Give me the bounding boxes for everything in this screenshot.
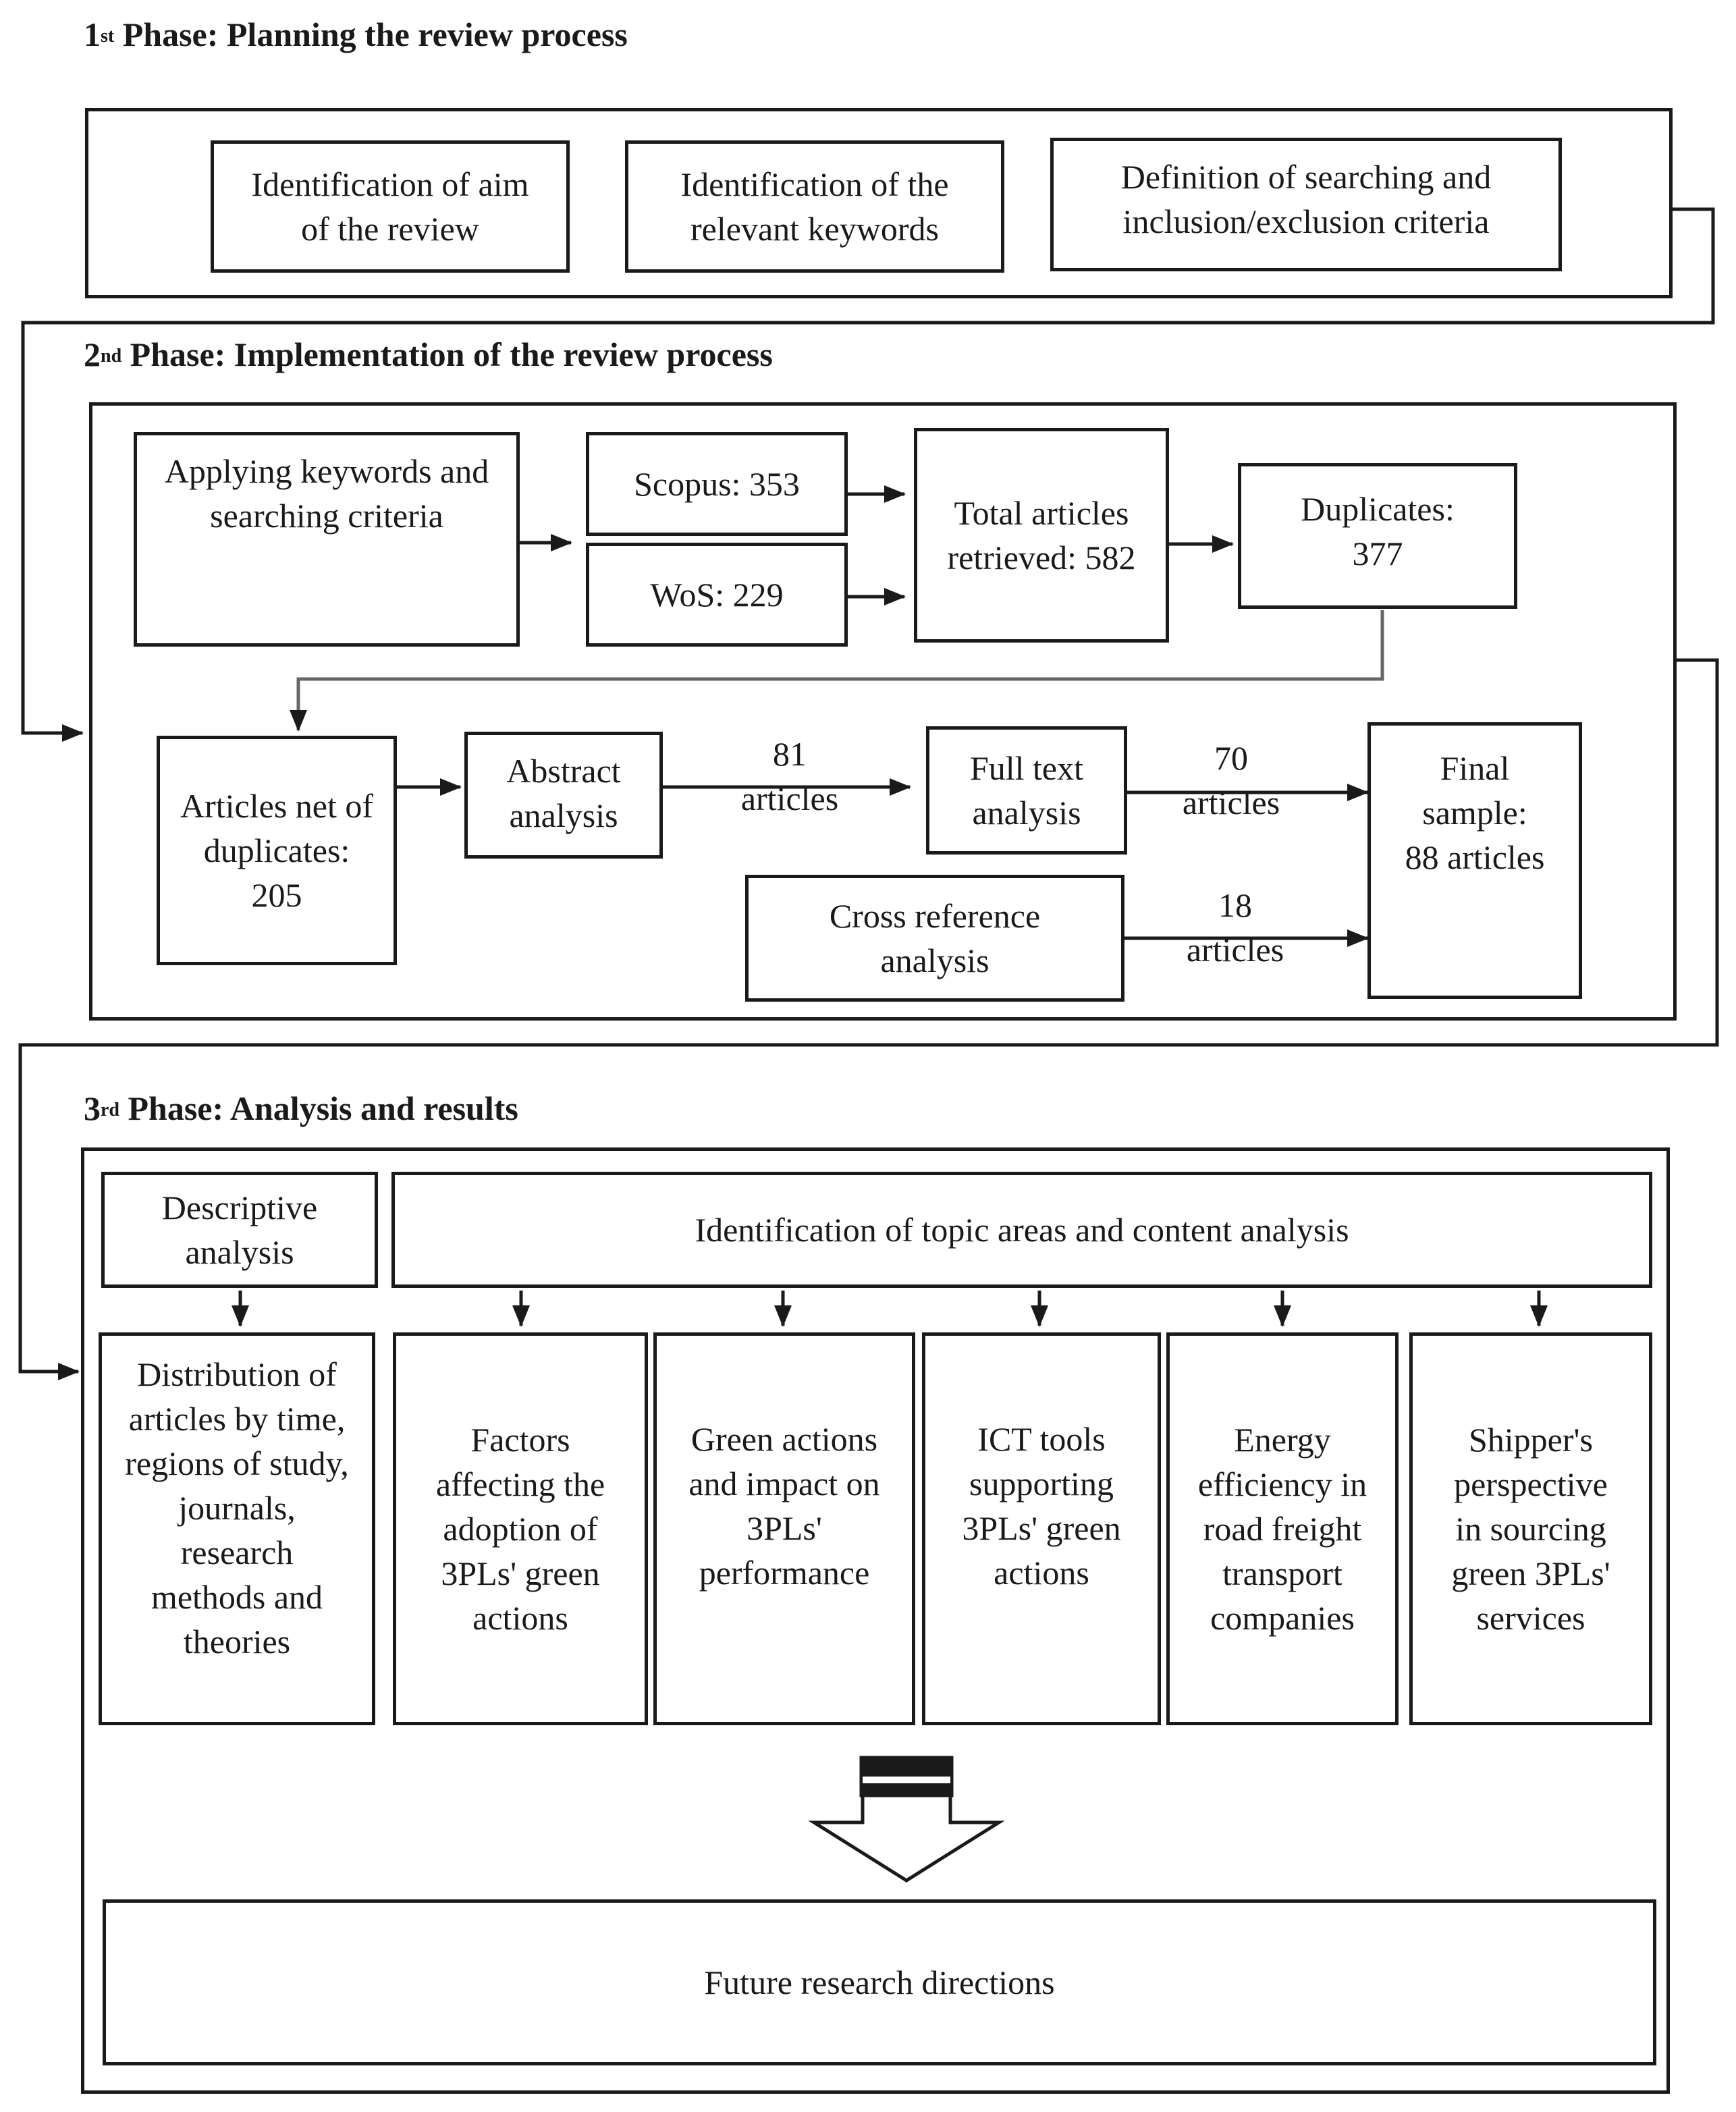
label-crossref-to-final: 18 articles (1186, 886, 1284, 969)
box-shipper-perspective: Shipper's perspective in sourcing green … (1409, 1332, 1652, 1725)
phase1-frame (85, 108, 1673, 298)
loop-arrow-phase1-to-phase2 (21, 207, 1715, 742)
box-scopus: Scopus: 353 (586, 432, 848, 536)
box-ict-tools: ICT tools supporting 3PLs' green actions (922, 1332, 1161, 1725)
box-aim-of-review: Identification of aim of the review (211, 140, 570, 273)
box-final-sample: Final sample: 88 articles (1367, 722, 1582, 999)
box-green-actions: Green actions and impact on 3PLs' perfor… (653, 1332, 915, 1725)
box-energy-efficiency: Energy efficiency in road freight transp… (1166, 1332, 1399, 1725)
box-wos: WoS: 229 (586, 543, 848, 647)
phase1-heading: 1st Phase: Planning the review process (84, 16, 628, 53)
box-abstract-analysis: Abstract analysis (464, 732, 663, 859)
box-future-research: Future research directions (103, 1899, 1656, 2065)
box-total-retrieved: Total articles retrieved: 582 (914, 428, 1169, 643)
box-factors: Factors affecting the adoption of 3PLs' … (393, 1332, 648, 1725)
label-abstract-to-fulltext: 81 articles (740, 735, 839, 817)
arrow-duplicates-to-net (290, 610, 1384, 732)
phase2-frame (89, 402, 1677, 1021)
phase3-heading: 3rd Phase: Analysis and results (84, 1089, 518, 1127)
box-descriptive-analysis: Descriptive analysis (101, 1172, 378, 1288)
box-applying-keywords: Applying keywords and searching criteria (134, 432, 520, 647)
big-down-arrow (808, 1756, 1005, 1883)
box-net-of-duplicates: Articles net of duplicates: 205 (157, 736, 397, 965)
box-topic-areas: Identification of topic areas and conten… (391, 1172, 1652, 1288)
box-search-criteria: Definition of searching and inclusion/ex… (1050, 138, 1562, 271)
phase2-heading: 2nd Phase: Implementation of the review … (84, 335, 773, 373)
phase3-frame (81, 1147, 1670, 2094)
box-fulltext-analysis: Full text analysis (926, 726, 1127, 855)
box-duplicates: Duplicates: 377 (1238, 463, 1517, 609)
box-crossref-analysis: Cross reference analysis (745, 875, 1124, 1002)
box-distribution: Distribution of articles by time, region… (99, 1332, 375, 1725)
box-relevant-keywords: Identification of the relevant keywords (625, 140, 1004, 273)
loop-arrow-phase2-to-phase3 (18, 658, 1719, 1380)
label-fulltext-to-final: 70 articles (1182, 739, 1280, 821)
